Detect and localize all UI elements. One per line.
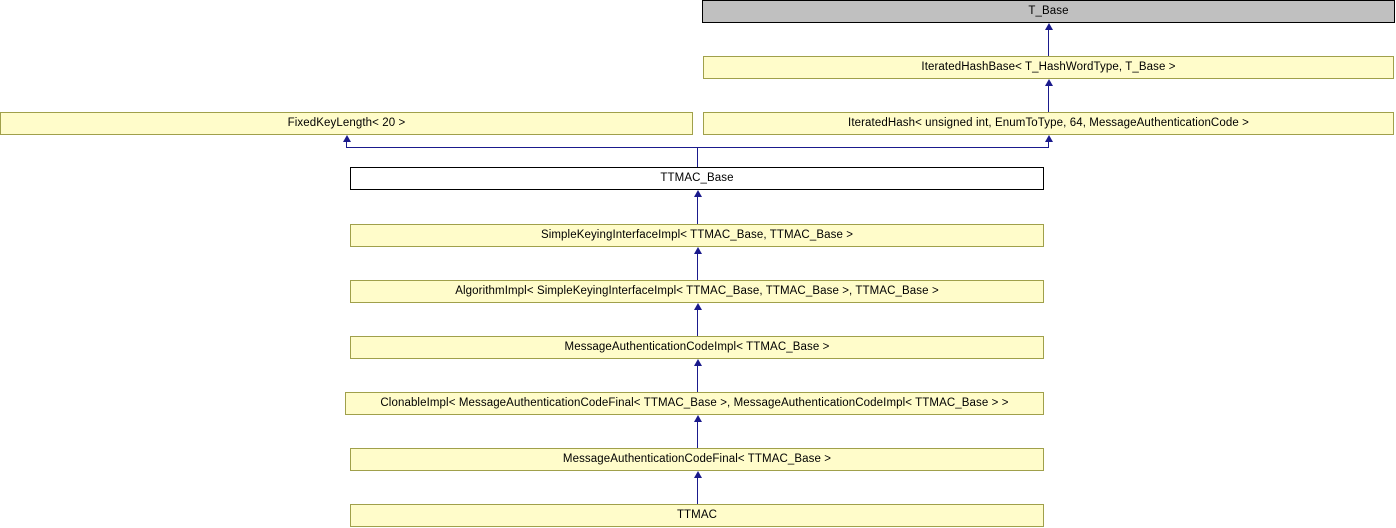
class-node-message-authentication-code-impl[interactable]: MessageAuthenticationCodeImpl< TTMAC_Bas… [350,336,1044,359]
edge-simplekeying-to-ttmacbase [697,197,698,224]
class-node-label: MessageAuthenticationCodeImpl< TTMAC_Bas… [564,341,830,353]
class-node-label: T_Base [1028,5,1069,17]
class-node-label: SimpleKeyingInterfaceImpl< TTMAC_Base, T… [540,229,854,241]
edge-iteratedhashbase-to-tbase [1048,30,1049,56]
class-node-simple-keying-interface-impl[interactable]: SimpleKeyingInterfaceImpl< TTMAC_Base, T… [350,224,1044,247]
class-node-label: MessageAuthenticationCodeFinal< TTMAC_Ba… [562,453,832,465]
edge-junction-to-ttmacbase [697,147,698,167]
arrowhead-ttmacbase-to-fixedkeylength [343,135,351,142]
class-node-label: TTMAC_Base [660,172,734,184]
class-node-label: AlgorithmImpl< SimpleKeyingInterfaceImpl… [455,285,939,297]
class-node-clonable-impl[interactable]: ClonableImpl< MessageAuthenticationCodeF… [345,392,1044,415]
class-node-message-authentication-code-final[interactable]: MessageAuthenticationCodeFinal< TTMAC_Ba… [350,448,1044,471]
edge-ttmac-to-macfinal [697,478,698,504]
edge-junction-right-riser [1048,142,1049,148]
class-node-algorithm-impl[interactable]: AlgorithmImpl< SimpleKeyingInterfaceImpl… [350,280,1044,303]
edge-iteratedhash-to-iteratedhashbase [1048,86,1049,112]
arrowhead-algorithmimpl-to-simplekeying [694,247,702,254]
arrowhead-iteratedhashbase-to-tbase [1045,23,1053,30]
arrowhead-clonableimpl-to-macimpl [694,359,702,366]
class-node-t-base[interactable]: T_Base [702,0,1395,23]
arrowhead-iteratedhash-to-iteratedhashbase [1045,79,1053,86]
arrowhead-macfinal-to-clonableimpl [694,415,702,422]
arrowhead-ttmac-to-macfinal [694,471,702,478]
class-node-label: TTMAC [676,509,718,521]
class-node-ttmac[interactable]: TTMAC [350,504,1044,527]
arrowhead-ttmacbase-to-iteratedhash [1045,135,1053,142]
class-node-label: IteratedHash< unsigned int, EnumToType, … [848,117,1249,129]
arrowhead-simplekeying-to-ttmacbase [694,190,702,197]
class-node-fixed-key-length[interactable]: FixedKeyLength< 20 > [0,112,693,135]
arrowhead-macimpl-to-algorithmimpl [694,303,702,310]
edge-macfinal-to-clonableimpl [697,422,698,448]
class-node-iterated-hash-base[interactable]: IteratedHashBase< T_HashWordType, T_Base… [703,56,1394,79]
class-node-label: ClonableImpl< MessageAuthenticationCodeF… [380,397,1009,409]
class-node-ttmac-base[interactable]: TTMAC_Base [350,167,1044,190]
class-node-label: IteratedHashBase< T_HashWordType, T_Base… [921,61,1176,73]
edge-junction-left-riser [346,142,347,148]
edge-macimpl-to-algorithmimpl [697,310,698,336]
class-node-label: FixedKeyLength< 20 > [287,117,406,129]
class-node-iterated-hash[interactable]: IteratedHash< unsigned int, EnumToType, … [703,112,1394,135]
edge-algorithmimpl-to-simplekeying [697,254,698,280]
edge-clonableimpl-to-macimpl [697,366,698,392]
